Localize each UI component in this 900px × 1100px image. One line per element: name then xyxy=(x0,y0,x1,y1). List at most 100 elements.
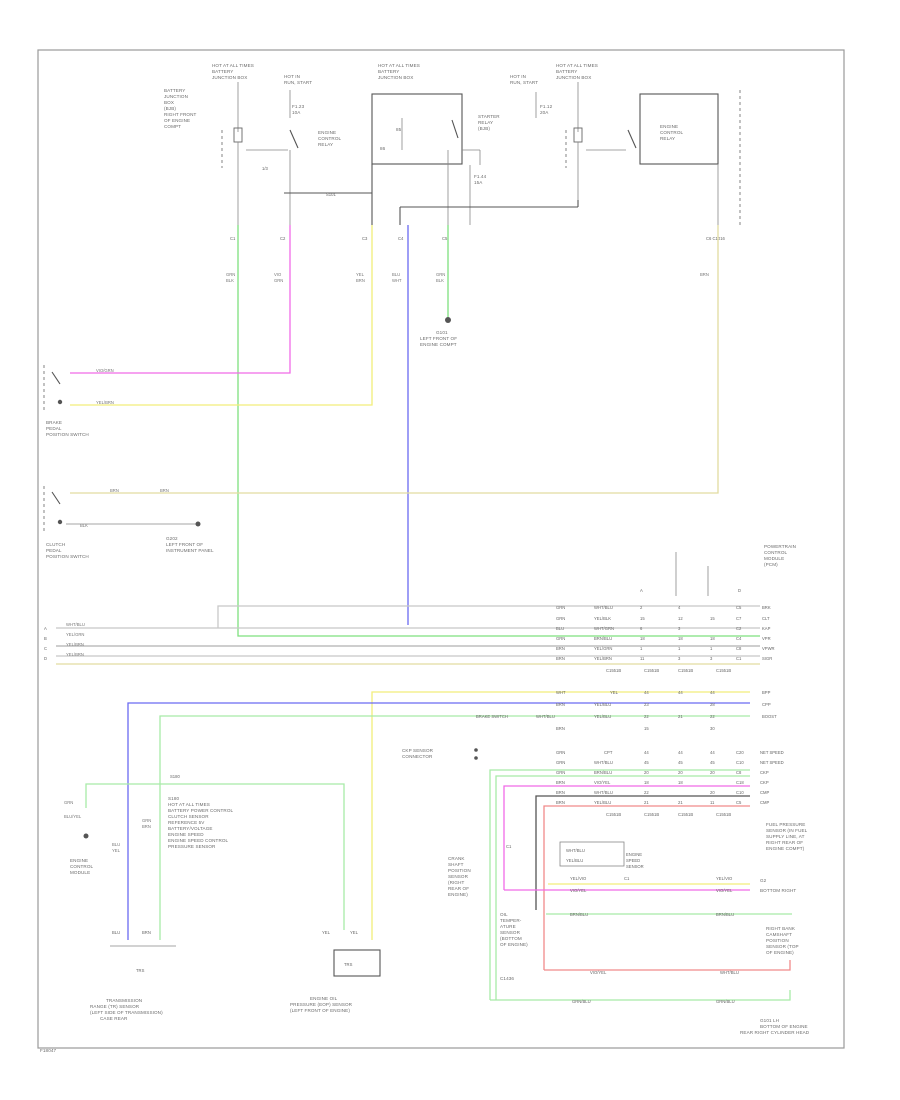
left-cmp-4: SENSOR xyxy=(448,874,469,879)
right-sensor-2b: BOTTOM RIGHT xyxy=(760,888,796,893)
pcm-head-3: MODULE xyxy=(764,556,784,561)
label-hot-2: HOT AT ALL TIMES xyxy=(378,63,420,68)
clutch-wire-tag: BRN xyxy=(110,488,119,493)
label-hot-2c: JUNCTION BOX xyxy=(378,75,413,80)
top-power-section: HOT AT ALL TIMES BATTERY JUNCTION BOX HO… xyxy=(164,63,741,283)
svg-text:TRS: TRS xyxy=(136,968,145,973)
svg-text:11: 11 xyxy=(710,800,715,805)
svg-text:SIGR: SIGR xyxy=(762,656,772,661)
svg-text:C1551B: C1551B xyxy=(644,668,659,673)
gnd-label-1b: LEFT FRONT OF xyxy=(420,336,457,341)
svg-text:15: 15 xyxy=(640,616,645,621)
svg-text:21: 21 xyxy=(678,714,683,719)
svg-text:C5: C5 xyxy=(736,605,742,610)
svg-text:1: 1 xyxy=(640,646,643,651)
svg-text:WHT/BLU: WHT/BLU xyxy=(594,760,613,765)
clutch-wire-tag-2: BRN xyxy=(160,488,169,493)
svg-text:WHT: WHT xyxy=(556,690,566,695)
svg-text:C1551B: C1551B xyxy=(606,812,621,817)
label-bjb-7: COMPT xyxy=(164,124,181,129)
svg-text:YEL/GRN: YEL/GRN xyxy=(594,646,612,651)
label-hot-run-4: RUN, START xyxy=(510,80,538,85)
svg-text:BRN: BRN xyxy=(556,780,565,785)
svg-text:VIO/YEL: VIO/YEL xyxy=(594,780,611,785)
ground-g101: G101 LEFT FRONT OF ENGINE COMPT xyxy=(420,225,457,347)
svg-text:KAP: KAP xyxy=(762,626,771,631)
svg-text:S180: S180 xyxy=(170,774,180,779)
pressure-sensor-box xyxy=(333,949,381,977)
right-sensor-3d: SENSOR (TOP xyxy=(766,944,799,949)
svg-text:20: 20 xyxy=(710,790,715,795)
svg-text:22: 22 xyxy=(644,714,649,719)
splice-label: S101 xyxy=(326,192,336,197)
wire-tag-2b: GRN xyxy=(274,278,283,283)
brake-wire-tag: VIO/GRN xyxy=(96,368,114,373)
label-bjb-5: RIGHT FRONT xyxy=(164,112,196,117)
pcm-head-4: (PCM) xyxy=(764,562,778,567)
svg-text:44: 44 xyxy=(644,750,649,755)
svg-text:20: 20 xyxy=(678,770,683,775)
svg-text:TRS: TRS xyxy=(344,962,353,967)
svg-text:GRN: GRN xyxy=(556,770,565,775)
pin-c5: C5 xyxy=(442,236,448,241)
svg-text:GRN/BLU: GRN/BLU xyxy=(572,999,591,1004)
oil-temp-5: (BOTTOM xyxy=(500,936,522,941)
svg-text:BRN/BLU: BRN/BLU xyxy=(594,770,612,775)
svg-text:21: 21 xyxy=(644,800,649,805)
oil-temp-1: OIL xyxy=(500,912,508,917)
svg-text:WHT/BLU: WHT/BLU xyxy=(536,714,555,719)
svg-text:18: 18 xyxy=(640,636,645,641)
svg-text:44: 44 xyxy=(678,690,683,695)
svg-text:BRN/BLU: BRN/BLU xyxy=(570,912,588,917)
label-hot-run-3: HOT IN xyxy=(510,74,526,79)
svg-text:BRN/BLU: BRN/BLU xyxy=(716,912,734,917)
trs-label-4: CASE REAR xyxy=(100,1016,128,1021)
svg-text:C1: C1 xyxy=(506,844,512,849)
svg-text:C2: C2 xyxy=(736,626,742,631)
left-col-c: C xyxy=(44,646,47,651)
svg-text:12: 12 xyxy=(678,616,683,621)
ll-wire-5: GRN xyxy=(142,818,151,823)
svg-text:45: 45 xyxy=(678,760,683,765)
left-cmp-2: SHAFT xyxy=(448,862,464,867)
bottom-right-1: G101 LH xyxy=(760,1018,779,1023)
left-cmp-6: REAR OF xyxy=(448,886,469,891)
svg-text:23: 23 xyxy=(644,702,649,707)
svg-text:VIO/YEL: VIO/YEL xyxy=(570,888,587,893)
oil-temp-3: ATURE xyxy=(500,924,516,929)
svg-text:BRN: BRN xyxy=(142,930,151,935)
svg-text:22: 22 xyxy=(644,790,649,795)
trs-label-1: TRANSMISSION xyxy=(106,998,142,1003)
left-wire-3: YEL/BRN xyxy=(66,642,84,647)
svg-text:BPP: BPP xyxy=(762,690,771,695)
svg-text:15: 15 xyxy=(644,726,649,731)
bottom-right-3: REAR RIGHT CYLINDER HEAD xyxy=(740,1030,810,1035)
svg-text:BATTERY POWER CONTROL: BATTERY POWER CONTROL xyxy=(168,808,233,813)
relay-label-1: ENGINE xyxy=(318,130,336,135)
gnd-label-2c: INSTRUMENT PANEL xyxy=(166,548,214,553)
svg-text:S180: S180 xyxy=(168,796,179,801)
svg-text:VPWR: VPWR xyxy=(762,646,775,651)
svg-text:C1: C1 xyxy=(624,876,630,881)
trs-label-2: RANGE (TR) SENSOR xyxy=(90,1004,140,1009)
svg-text:22: 22 xyxy=(710,714,715,719)
fuse-label-r1: F1.23 xyxy=(292,104,305,109)
fuse-label-r2: F1.44 xyxy=(474,174,487,179)
ll-wire-4: YEL xyxy=(112,848,121,853)
svg-text:BRN: BRN xyxy=(556,656,565,661)
clutch-pedal-switch: BRN BRN BLK G202 LEFT FRONT OF INSTRUMEN… xyxy=(43,486,214,559)
relay-label-3: ENGINE xyxy=(660,124,678,129)
relay-pin-a: 85 xyxy=(396,127,402,132)
svg-text:C1551B: C1551B xyxy=(716,668,731,673)
svg-text:44: 44 xyxy=(644,690,649,695)
left-cmp-5: (RIGHT xyxy=(448,880,465,885)
svg-text:C20: C20 xyxy=(736,750,744,755)
svg-text:YEL/BLU: YEL/BLU xyxy=(594,702,611,707)
fuse-label-r3b: 20A xyxy=(540,110,549,115)
wire-tag-1b: BLK xyxy=(226,278,234,283)
diagram-ref: F18047 xyxy=(40,1048,57,1053)
relay-label-1b: CONTROL xyxy=(318,136,342,141)
svg-text:WHT/GRN: WHT/GRN xyxy=(594,626,614,631)
fuse-label-r3: F1.12 xyxy=(540,104,553,109)
